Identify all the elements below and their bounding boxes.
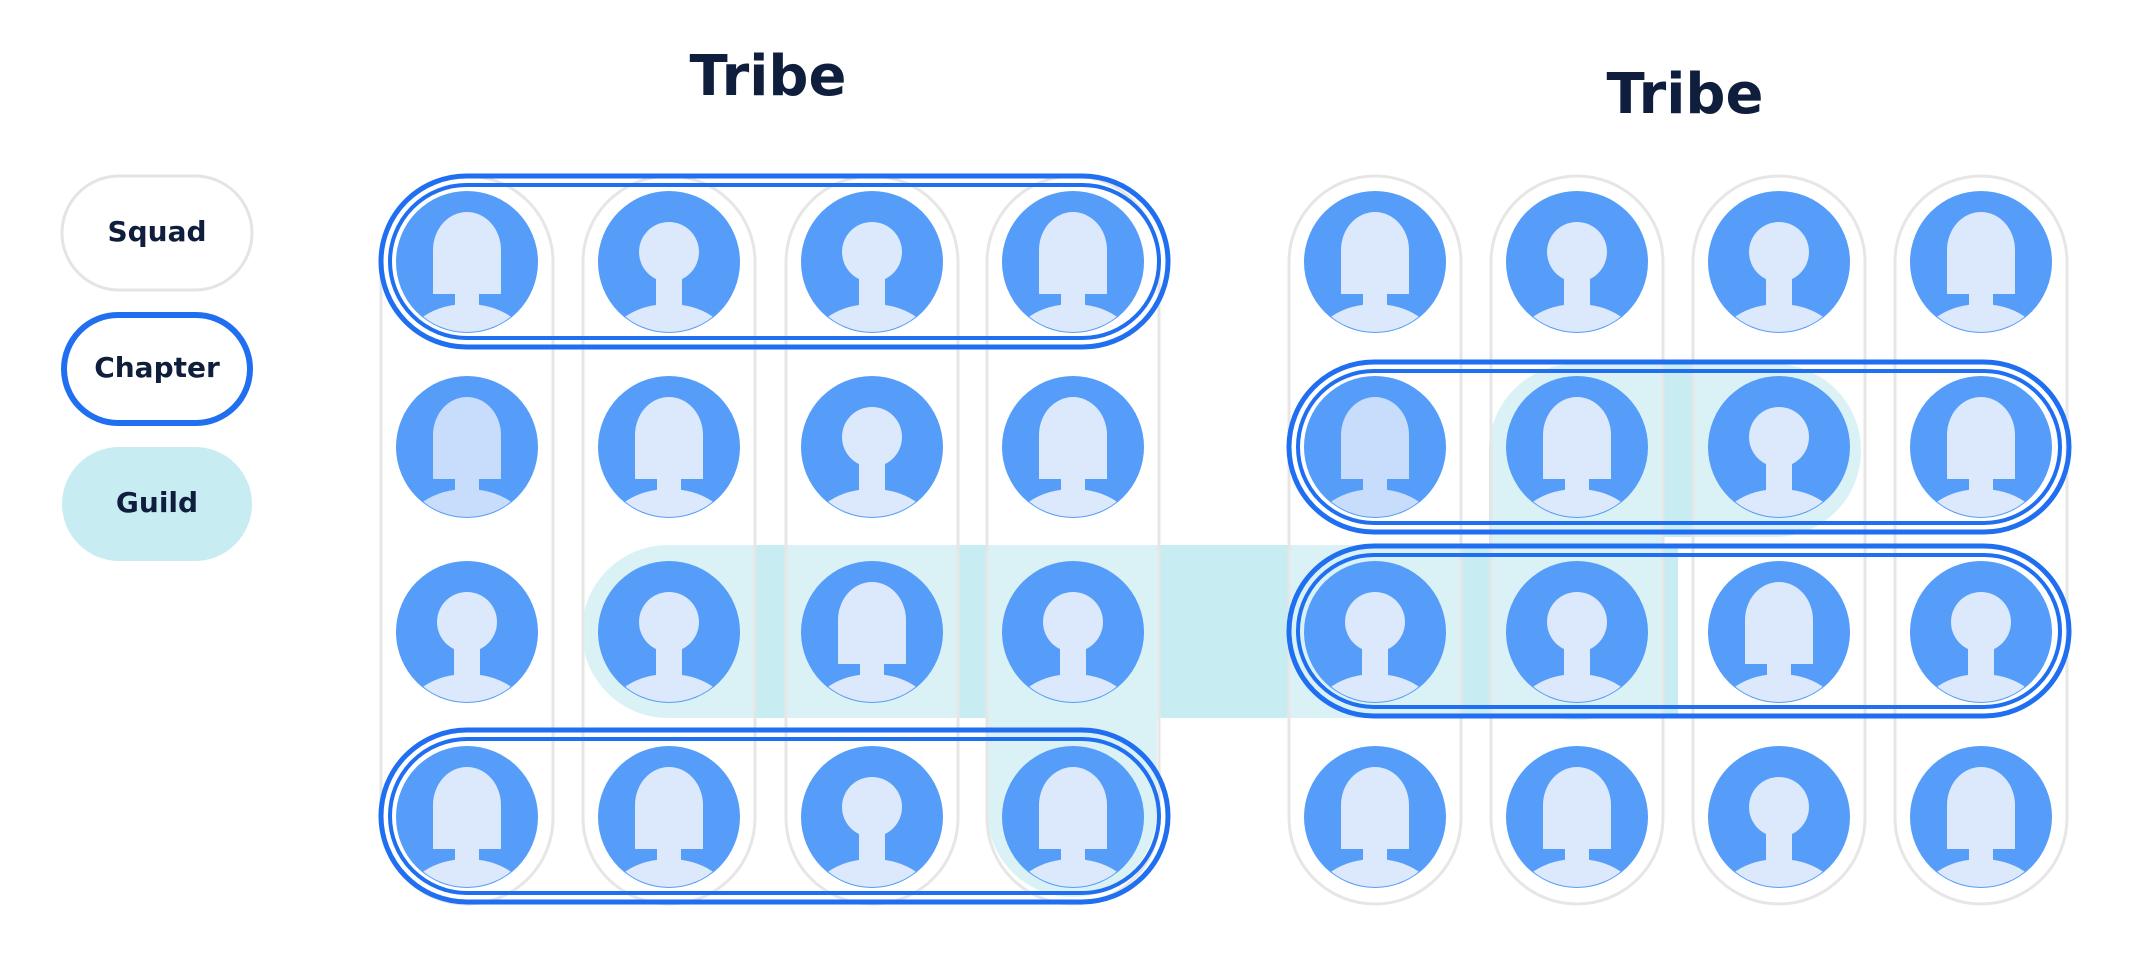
guild-layer xyxy=(582,364,1861,897)
squad-pill-tribe2-col2 xyxy=(1489,174,1665,906)
female-avatar-t1-r2-c4-icon xyxy=(1002,376,1144,518)
male-avatar-t2-r3-c1-icon xyxy=(1304,561,1446,703)
legend-guild-label: Guild xyxy=(116,486,198,519)
female-avatar-t2-r1-c1-icon xyxy=(1304,191,1446,333)
female-avatar-t2-r3-c3-icon xyxy=(1708,561,1850,703)
female-avatar-t1-r4-c4-icon xyxy=(1002,746,1144,888)
female-avatar-t2-r4-c2-icon xyxy=(1506,746,1648,888)
male-avatar-t1-r3-c2-icon xyxy=(598,561,740,703)
male-avatar-t1-r1-c3-icon xyxy=(801,191,943,333)
legend-guild-swatch xyxy=(62,447,252,561)
male-avatar-t2-r4-c3-icon xyxy=(1708,746,1850,888)
tribe-title-left: Tribe xyxy=(690,44,847,109)
chapter-layer xyxy=(378,173,2072,905)
squad-pill-tribe2-col4 xyxy=(1893,174,2069,906)
female-avatar-t2-r4-c1-icon xyxy=(1304,746,1446,888)
female-avatar-t1-r2-c1-icon xyxy=(396,376,538,518)
legend-chapter-swatch xyxy=(61,312,253,426)
male-avatar-t2-r3-c4-icon xyxy=(1910,561,2052,703)
chapter-tribe1-row1 xyxy=(378,173,1171,350)
female-avatar-t2-r2-c2-icon xyxy=(1506,376,1648,518)
squad-pill-tribe2-col3 xyxy=(1691,174,1867,906)
female-avatar-t1-r3-c3-icon xyxy=(801,561,943,703)
female-avatar-t2-r1-c4-icon xyxy=(1910,191,2052,333)
male-avatar-t2-r1-c3-icon xyxy=(1708,191,1850,333)
male-avatar-t1-r4-c3-icon xyxy=(801,746,943,888)
tribe-title-right: Tribe xyxy=(1607,62,1764,127)
chapter-tribe2-row3 xyxy=(1286,543,2072,719)
female-avatar-t2-r2-c1-icon xyxy=(1304,376,1446,518)
legend-squad-label: Squad xyxy=(107,215,206,248)
female-avatar-t1-r4-c2-icon xyxy=(598,746,740,888)
male-avatar-t2-r1-c2-icon xyxy=(1506,191,1648,333)
male-avatar-t1-r2-c3-icon xyxy=(801,376,943,518)
female-avatar-t2-r2-c4-icon xyxy=(1910,376,2052,518)
male-avatar-t2-r3-c2-icon xyxy=(1506,561,1648,703)
squad-pill-tribe2-col1 xyxy=(1287,174,1463,906)
legend-squad-swatch xyxy=(60,174,254,292)
male-avatar-t1-r1-c2-icon xyxy=(598,191,740,333)
chapter-tribe1-row4 xyxy=(378,727,1171,905)
female-avatar-t1-r1-c1-icon xyxy=(396,191,538,333)
avatar-layer xyxy=(396,191,2052,888)
chapter-tribe2-row2 xyxy=(1286,359,2072,535)
male-avatar-t1-r3-c1-icon xyxy=(396,561,538,703)
female-avatar-t1-r2-c2-icon xyxy=(598,376,740,518)
legend: Squad Chapter Guild xyxy=(60,174,254,561)
female-avatar-t2-r4-c4-icon xyxy=(1910,746,2052,888)
legend-chapter-label: Chapter xyxy=(94,351,220,384)
female-avatar-t1-r1-c4-icon xyxy=(1002,191,1144,333)
male-avatar-t2-r2-c3-icon xyxy=(1708,376,1850,518)
female-avatar-t1-r4-c1-icon xyxy=(396,746,538,888)
male-avatar-t1-r3-c4-icon xyxy=(1002,561,1144,703)
